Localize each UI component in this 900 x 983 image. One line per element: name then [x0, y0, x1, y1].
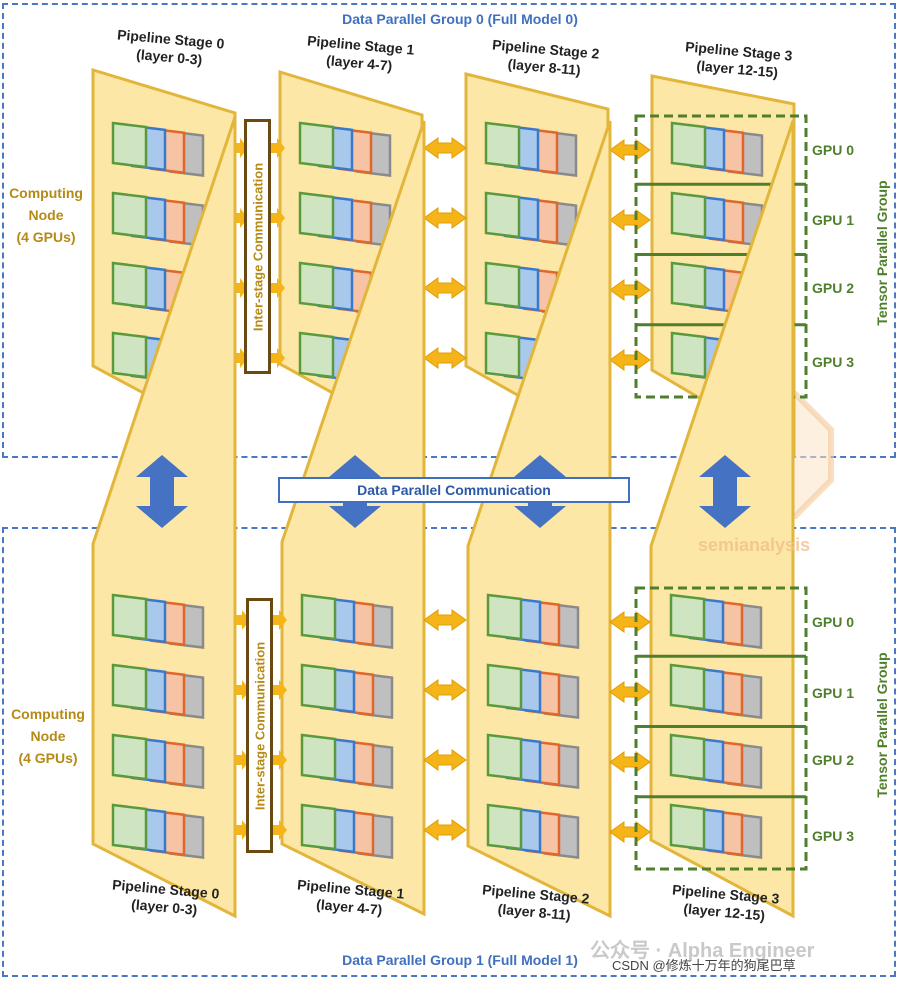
group-1-pipeline-arrow-0-0 — [423, 609, 467, 631]
group-1-computing-node-label: Computing Node (4 GPUs) — [0, 703, 96, 769]
group-0-pipeline-arrow-1-3 — [609, 349, 651, 371]
group-0-stage-1-gpu-0-layer-green — [298, 121, 335, 169]
group-1-gpu-0-label: GPU 0 — [812, 614, 855, 630]
group-0-stage-3-gpu-1-layer-green — [670, 191, 707, 239]
group-1-pipeline-arrow-1-3 — [609, 821, 651, 843]
group-0-stage0-out-arrow-0 — [234, 138, 248, 158]
group-1-stage-0-gpu-3-layer-green — [111, 803, 148, 851]
group-0-computing-node-label: Computing Node (4 GPUs) — [0, 182, 92, 248]
group-0-stage-0-gpu-2-layer-green — [111, 261, 148, 309]
group-1-gpu-3-label: GPU 3 — [812, 828, 855, 844]
group-0-gpu-1-label: GPU 1 — [812, 212, 855, 228]
group-0-pipeline-arrow-0-0 — [423, 137, 467, 159]
group-1-inter-stage-communication: Inter-stage Communication — [246, 598, 273, 853]
wechat-watermark: 公众号 · Alpha Engineer — [590, 940, 815, 962]
group-1-stage-1-gpu-0-layer-green — [300, 593, 337, 641]
group-1-stage-3-gpu-3-layer-green — [669, 803, 706, 851]
group-1-pipeline-arrow-1-1 — [609, 681, 651, 703]
group-1-stage-2-gpu-0-layer-green — [486, 593, 523, 641]
group-1-title: Data Parallel Group 1 (Full Model 1) — [342, 952, 578, 968]
group-0-stage-3-gpu-2-layer-green — [670, 261, 707, 309]
group-0-stage-0-gpu-3-layer-green — [111, 331, 148, 379]
group-0-stage-0-gpu-1-layer-green — [111, 191, 148, 239]
group-0-title: Data Parallel Group 0 (Full Model 0) — [342, 11, 578, 27]
group-1-stage-1-gpu-1-layer-green — [300, 663, 337, 711]
group-0-stage-2-gpu-3-layer-green — [484, 331, 521, 379]
node-line-1: Computing — [11, 706, 85, 722]
group-1-tensor-parallel-box — [634, 586, 808, 871]
group-0-stage-2-gpu-1-layer-green — [484, 191, 521, 239]
node-line-2: Node — [30, 728, 66, 744]
group-0-pipeline-arrow-0-3 — [423, 347, 467, 369]
group-0-inter-stage-arrow-3 — [271, 348, 285, 368]
group-1-pipeline-arrow-1-2 — [609, 751, 651, 773]
group-0-pipeline-arrow-1-2 — [609, 279, 651, 301]
group-1-stage-0-gpu-2-layer-green — [111, 733, 148, 781]
group-1-stage0-out-arrow-3 — [236, 820, 250, 840]
group-1-stage-2-gpu-1-layer-green — [486, 663, 523, 711]
group-0-tensor-parallel-label: Tensor Parallel Group — [874, 180, 890, 326]
group-1-gpu-1-label: GPU 1 — [812, 685, 855, 701]
group-1-pipeline-arrow-0-1 — [423, 679, 467, 701]
group-0-gpu-3-label: GPU 3 — [812, 354, 855, 370]
group-1-stage-3-gpu-1-layer-green — [669, 663, 706, 711]
group-0-inter-stage-communication: Inter-stage Communication — [244, 119, 271, 374]
inter-stage-label: Inter-stage Communication — [252, 641, 267, 810]
group-1-stage0-out-arrow-2 — [236, 750, 250, 770]
group-0-inter-stage-arrow-2 — [271, 278, 285, 298]
group-1-stage-2-gpu-3-layer-green — [486, 803, 523, 851]
group-0-stage-2-gpu-2-layer-green — [484, 261, 521, 309]
group-0-pipeline-arrow-1-1 — [609, 209, 651, 231]
group-0-gpu-2-label: GPU 2 — [812, 280, 855, 296]
group-1-pipeline-arrow-0-2 — [423, 749, 467, 771]
group-1-inter-stage-arrow-3 — [273, 820, 287, 840]
data-parallel-group-0-box — [2, 3, 896, 458]
node-line-3: (4 GPUs) — [18, 750, 78, 766]
node-line-1: Computing — [9, 185, 83, 201]
semianalysis-logo-text: semianalysis — [698, 535, 811, 555]
group-1-stage-1-gpu-2-layer-green — [300, 733, 337, 781]
data-parallel-group-1-box — [2, 527, 896, 977]
group-1-stage-2-gpu-2-layer-green — [486, 733, 523, 781]
group-1-stage0-out-arrow-1 — [236, 680, 250, 700]
group-0-pipeline-arrow-0-2 — [423, 277, 467, 299]
inter-stage-label: Inter-stage Communication — [250, 162, 265, 331]
data-parallel-arrow-0 — [136, 455, 188, 528]
group-1-stage-1-gpu-3-layer-green — [300, 803, 337, 851]
group-1-stage-0-gpu-1-layer-green — [111, 663, 148, 711]
group-1-inter-stage-arrow-2 — [273, 750, 287, 770]
group-0-stage-1-gpu-1-layer-green — [298, 191, 335, 239]
data-parallel-communication-bar: Data Parallel Communication — [278, 477, 630, 503]
group-0-pipeline-arrow-0-1 — [423, 207, 467, 229]
group-0-stage-3-gpu-3-layer-green — [670, 331, 707, 379]
group-0-gpu-0-label: GPU 0 — [812, 142, 855, 158]
group-0-stage-1-gpu-3-layer-green — [298, 331, 335, 379]
group-1-tensor-parallel-label: Tensor Parallel Group — [874, 652, 890, 798]
group-1-stage-3-gpu-2-layer-green — [669, 733, 706, 781]
group-1-inter-stage-arrow-1 — [273, 680, 287, 700]
data-parallel-arrow-3 — [699, 455, 751, 528]
group-0-stage-3-gpu-0-layer-green — [670, 121, 707, 169]
group-0-stage-0-gpu-0-layer-green — [111, 121, 148, 169]
group-1-pipeline-arrow-1-0 — [609, 611, 651, 633]
group-1-stage-3-gpu-0-layer-green — [669, 593, 706, 641]
group-1-pipeline-arrow-0-3 — [423, 819, 467, 841]
group-1-gpu-2-label: GPU 2 — [812, 752, 855, 768]
csdn-footer: CSDN @修炼十万年的狗尾巴草 — [612, 958, 796, 973]
group-0-pipeline-arrow-1-0 — [609, 139, 651, 161]
group-1-stage-0-gpu-0-layer-green — [111, 593, 148, 641]
group-0-inter-stage-arrow-0 — [271, 138, 285, 158]
group-0-inter-stage-arrow-1 — [271, 208, 285, 228]
group-0-stage-1-gpu-2-layer-green — [298, 261, 335, 309]
group-0-stage-2-gpu-0-layer-green — [484, 121, 521, 169]
group-0-stage0-out-arrow-3 — [234, 348, 248, 368]
group-1-stage0-out-arrow-0 — [236, 610, 250, 630]
group-1-inter-stage-arrow-0 — [273, 610, 287, 630]
node-line-2: Node — [28, 207, 64, 223]
group-0-stage0-out-arrow-1 — [234, 208, 248, 228]
node-line-3: (4 GPUs) — [16, 229, 76, 245]
group-0-stage0-out-arrow-2 — [234, 278, 248, 298]
